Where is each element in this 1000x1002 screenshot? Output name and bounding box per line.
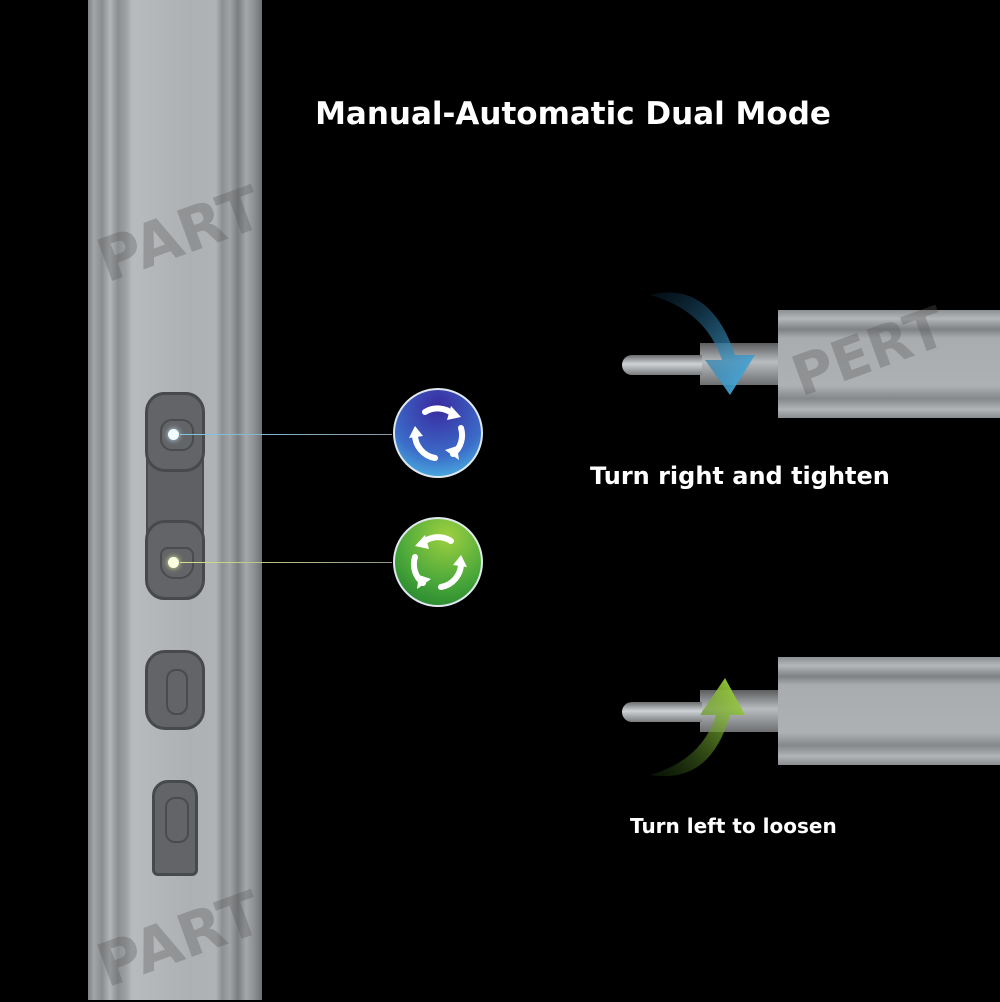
blue-connector-line [180,434,392,435]
green-connector-line [180,562,392,563]
loosen-label: Turn left to loosen [630,814,837,838]
screwdriver-body-top [778,310,1000,418]
clockwise-rotation-icon [393,388,483,478]
green-led-indicator [168,557,179,568]
counterclockwise-arrow-icon [650,678,745,777]
blue-led-indicator [168,429,179,440]
counterclockwise-rotation-icon [393,517,483,607]
power-button[interactable] [145,650,205,730]
clockwise-arrow-icon [650,292,755,395]
screwdriver-body-bottom [778,657,1000,765]
page-title: Manual-Automatic Dual Mode [315,96,831,132]
tighten-label: Turn right and tighten [590,462,890,490]
bit-tip-top [622,355,702,375]
bit-tip-bottom [622,702,702,722]
slide-switch[interactable] [152,780,198,876]
